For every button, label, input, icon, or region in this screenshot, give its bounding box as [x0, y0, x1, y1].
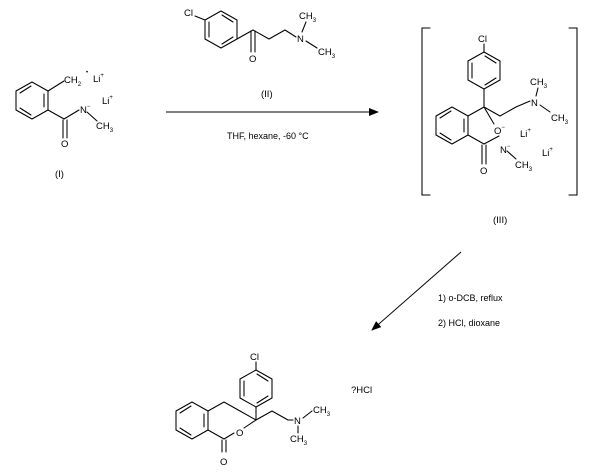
product-cl-atom: Cl	[250, 352, 259, 363]
compound-i-ch2-bond	[47, 80, 65, 92]
compound-ii-benzene-ring	[204, 10, 238, 49]
compound-i-carbonyl-bond	[47, 109, 65, 120]
compound-iii-alkoxide: O−	[494, 125, 505, 137]
product-ring-o: O	[236, 428, 243, 439]
compound-i-li-top: Li+	[93, 73, 104, 85]
compound-iii-li-1: Li+	[520, 128, 531, 140]
compound-ii-ch3-right: CH3	[318, 47, 336, 60]
compound-ii: Cl O N CH3 CH3 (II)	[184, 8, 336, 100]
compound-iii: Cl N CH3 CH3 O− Li+	[421, 27, 578, 226]
compound-iii-chlorophenyl-ring	[467, 51, 501, 90]
product-ch3-top: CH3	[313, 405, 331, 418]
compound-iii-label: (III)	[493, 215, 507, 226]
product-carbonyl-o: O	[220, 457, 227, 468]
compound-ii-n-atom: N	[297, 34, 304, 45]
compound-iii-ch3-top: CH3	[530, 77, 548, 90]
compound-i-ch2-atom: CH2	[64, 75, 82, 88]
product-fused-benzene-ring	[175, 401, 225, 440]
compound-iii-amide-ch3: CH3	[515, 160, 533, 173]
right-bracket	[568, 27, 578, 196]
compound-iii-li-2: Li+	[542, 147, 553, 159]
product-ch3-bottom: CH3	[290, 434, 308, 447]
compound-i-n-methyl-bond	[86, 111, 98, 122]
step2-conditions-line2: 2) HCl, dioxane	[438, 318, 500, 328]
compound-i-o-atom: O	[61, 139, 68, 150]
compound-iii-ch3-right: CH3	[551, 113, 569, 126]
compound-i-li-bottom: Li+	[102, 95, 113, 107]
compound-iii-amide-n: N−	[500, 144, 511, 156]
compound-iii-o-atom: O	[480, 166, 487, 177]
compound-iii-n-atom: N	[531, 98, 538, 109]
compound-ii-cl-atom: Cl	[184, 8, 193, 19]
product: Cl	[175, 352, 372, 468]
left-bracket	[421, 27, 431, 196]
compound-i-benzene-ring	[15, 81, 49, 120]
compound-ii-label: (II)	[261, 89, 273, 100]
product-chlorophenyl-ring	[239, 369, 273, 408]
product-salt-label: ?HCl	[351, 385, 372, 396]
compound-i-label: (I)	[55, 169, 64, 180]
compound-iii-benzamide-ring	[435, 106, 469, 145]
compound-i-ch3-atom: CH3	[96, 121, 114, 134]
compound-ii-ch3-top: CH3	[299, 11, 317, 24]
compound-ii-o-atom: O	[249, 54, 256, 65]
reaction-arrow-2	[371, 251, 462, 331]
compound-iii-cl-atom: Cl	[478, 34, 487, 45]
product-n-atom: N	[294, 416, 301, 427]
compound-i: CH2 • Li+ O N− Li+ CH3 (I)	[15, 70, 114, 180]
compound-i-n-atom: N−	[80, 104, 91, 116]
step1-conditions: THF, hexane, -60 °C	[227, 131, 309, 141]
step2-conditions-line1: 1) o-DCB, reflux	[438, 293, 503, 303]
compound-i-cn-bond	[63, 109, 80, 120]
compound-i-carbanion-charge: •	[86, 70, 88, 76]
